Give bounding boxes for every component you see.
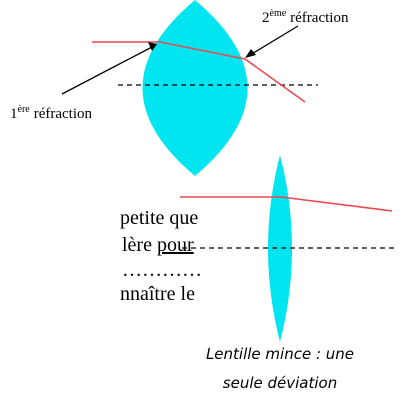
caption-line-1: Lentille mince : une (206, 345, 354, 363)
light-ray-thick (92, 41, 306, 103)
thick-lens-figure (92, 0, 318, 176)
caption-line-2: seule déviation (223, 374, 337, 392)
arrow-2nd-refraction (245, 25, 299, 58)
thin-lens (268, 155, 292, 342)
body-text-line-2b-underlined: pour (157, 234, 194, 256)
body-text-line-1: petite que (120, 207, 198, 229)
body-text-line-2: lère pour (122, 234, 194, 256)
label-2nd-refraction-word: réfraction (290, 10, 349, 26)
body-text-line-4: nnaître le (120, 283, 195, 305)
label-2nd-refraction-superscript: ème (270, 8, 287, 19)
label-1st-refraction-superscript: ère (18, 104, 31, 115)
thick-lens (142, 0, 248, 176)
label-2nd-refraction-number: 2 (262, 10, 270, 26)
body-text-line-2a: lère (122, 234, 157, 256)
light-ray-thin (180, 196, 393, 212)
body-text-fragment: petite que lère pour ………… nnaître le (120, 207, 202, 305)
thin-lens-figure (180, 155, 397, 342)
arrow-1st-refraction (61, 42, 157, 95)
body-text-line-3: ………… (122, 259, 202, 281)
label-1st-refraction-number: 1 (10, 106, 18, 122)
label-1st-refraction-word: réfraction (34, 106, 93, 122)
